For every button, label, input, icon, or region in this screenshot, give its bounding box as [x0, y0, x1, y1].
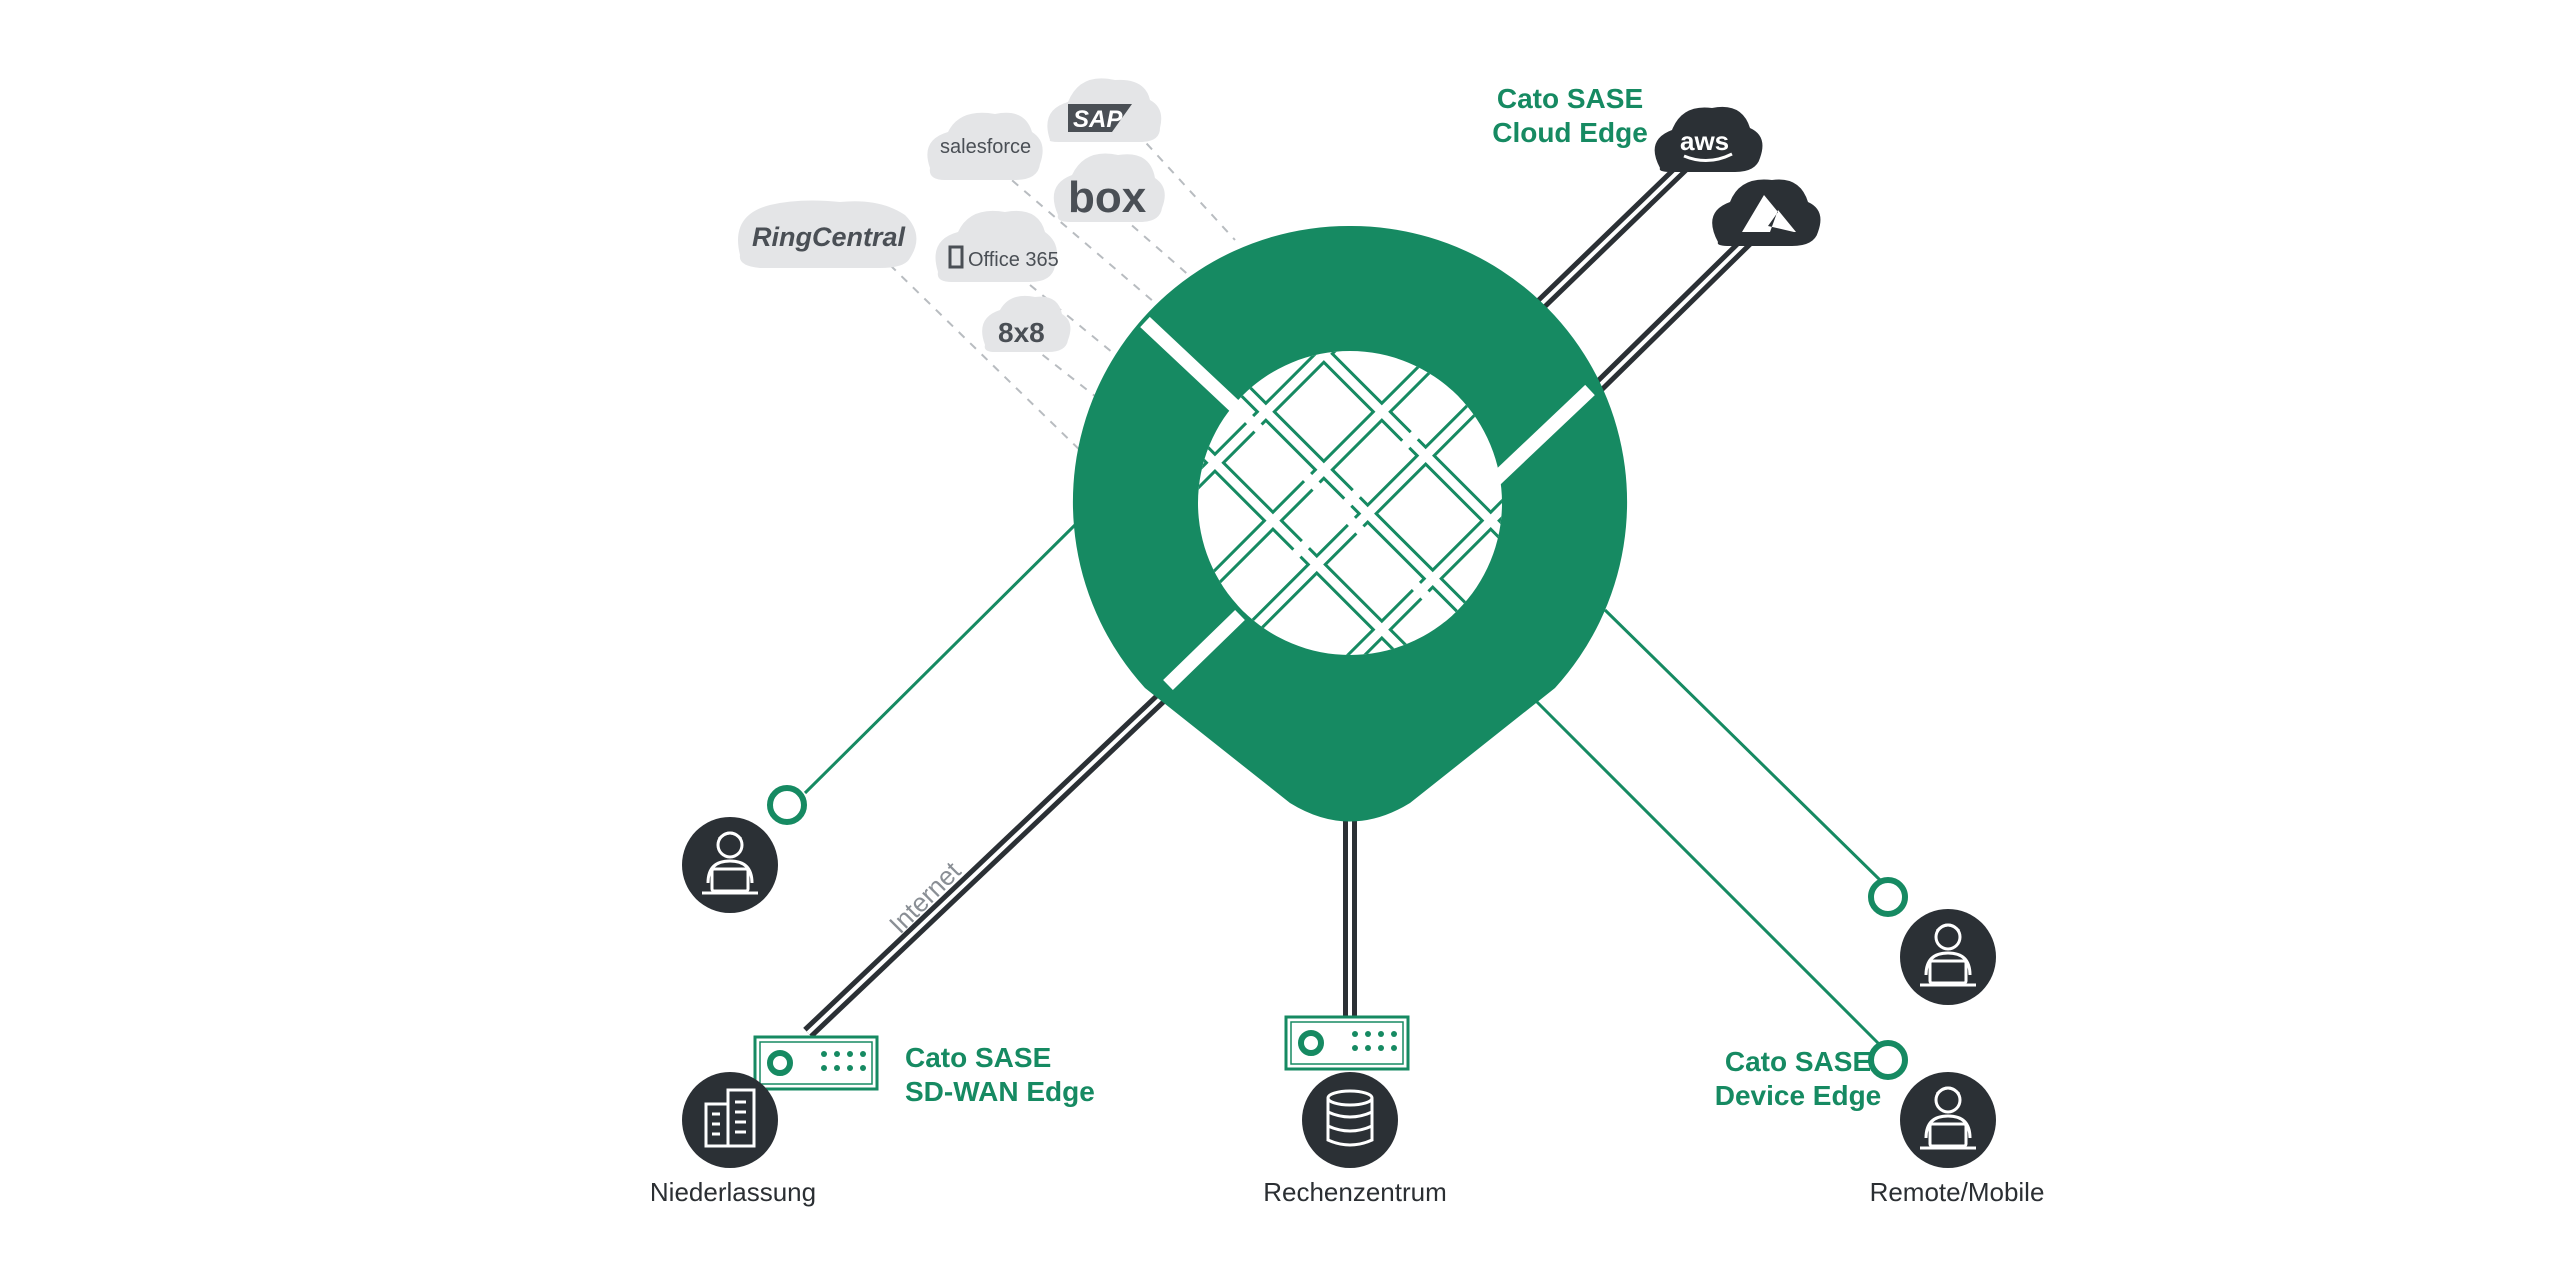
database-icon	[1302, 1072, 1398, 1168]
cloud-salesforce: salesforce	[927, 112, 1043, 180]
sap-label: SAP	[1073, 106, 1123, 133]
branch-label: Niederlassung	[650, 1177, 816, 1207]
remote-user-icon-left	[682, 817, 778, 913]
connection-rings	[767, 785, 1908, 1080]
sdwan-edge-label-line2: SD-WAN Edge	[905, 1076, 1095, 1107]
remote-user-icon-right-top	[1900, 909, 1996, 1005]
aws-smile-icon	[1683, 152, 1733, 162]
ringcentral-label: RingCentral	[752, 222, 906, 252]
cloud-sap: SAP	[1047, 78, 1162, 142]
cloud-azure	[1712, 179, 1821, 246]
box-label: box	[1068, 173, 1147, 222]
cloud-8x8: 8x8	[982, 295, 1071, 352]
remote-user-lines	[803, 518, 1882, 1047]
datacenter-label: Rechenzentrum	[1263, 1177, 1447, 1207]
sdwan-edge-label-line1: Cato SASE	[905, 1042, 1051, 1073]
salesforce-label: salesforce	[940, 136, 1031, 158]
cloud-ringcentral: RingCentral	[738, 200, 917, 268]
device-edge-label-line1: Cato SASE	[1725, 1046, 1871, 1077]
azure-icon	[1742, 195, 1796, 232]
cloud-office365: Office 365	[935, 210, 1059, 282]
aws-label: aws	[1680, 126, 1729, 156]
azure-link	[1590, 231, 1757, 395]
remote-label: Remote/Mobile	[1870, 1177, 2045, 1207]
cloud-edge-label-line2: Cloud Edge	[1492, 117, 1648, 148]
remote-user-icon-right-bottom	[1900, 1072, 1996, 1168]
eightxeight-label: 8x8	[998, 317, 1045, 348]
sdwan-appliance	[753, 1035, 879, 1091]
cloud-box: box	[1053, 153, 1165, 222]
branch-building-icon	[682, 1072, 778, 1168]
datacenter-appliance	[1284, 1015, 1410, 1071]
cloud-aws: aws	[1654, 106, 1763, 172]
internet-link	[803, 674, 1185, 1039]
cloud-edge-label-line1: Cato SASE	[1497, 83, 1643, 114]
device-edge-label-line2: Device Edge	[1715, 1080, 1882, 1111]
aws-link	[1535, 154, 1695, 311]
office365-label: Office 365	[968, 249, 1059, 271]
office-icon	[948, 245, 964, 269]
